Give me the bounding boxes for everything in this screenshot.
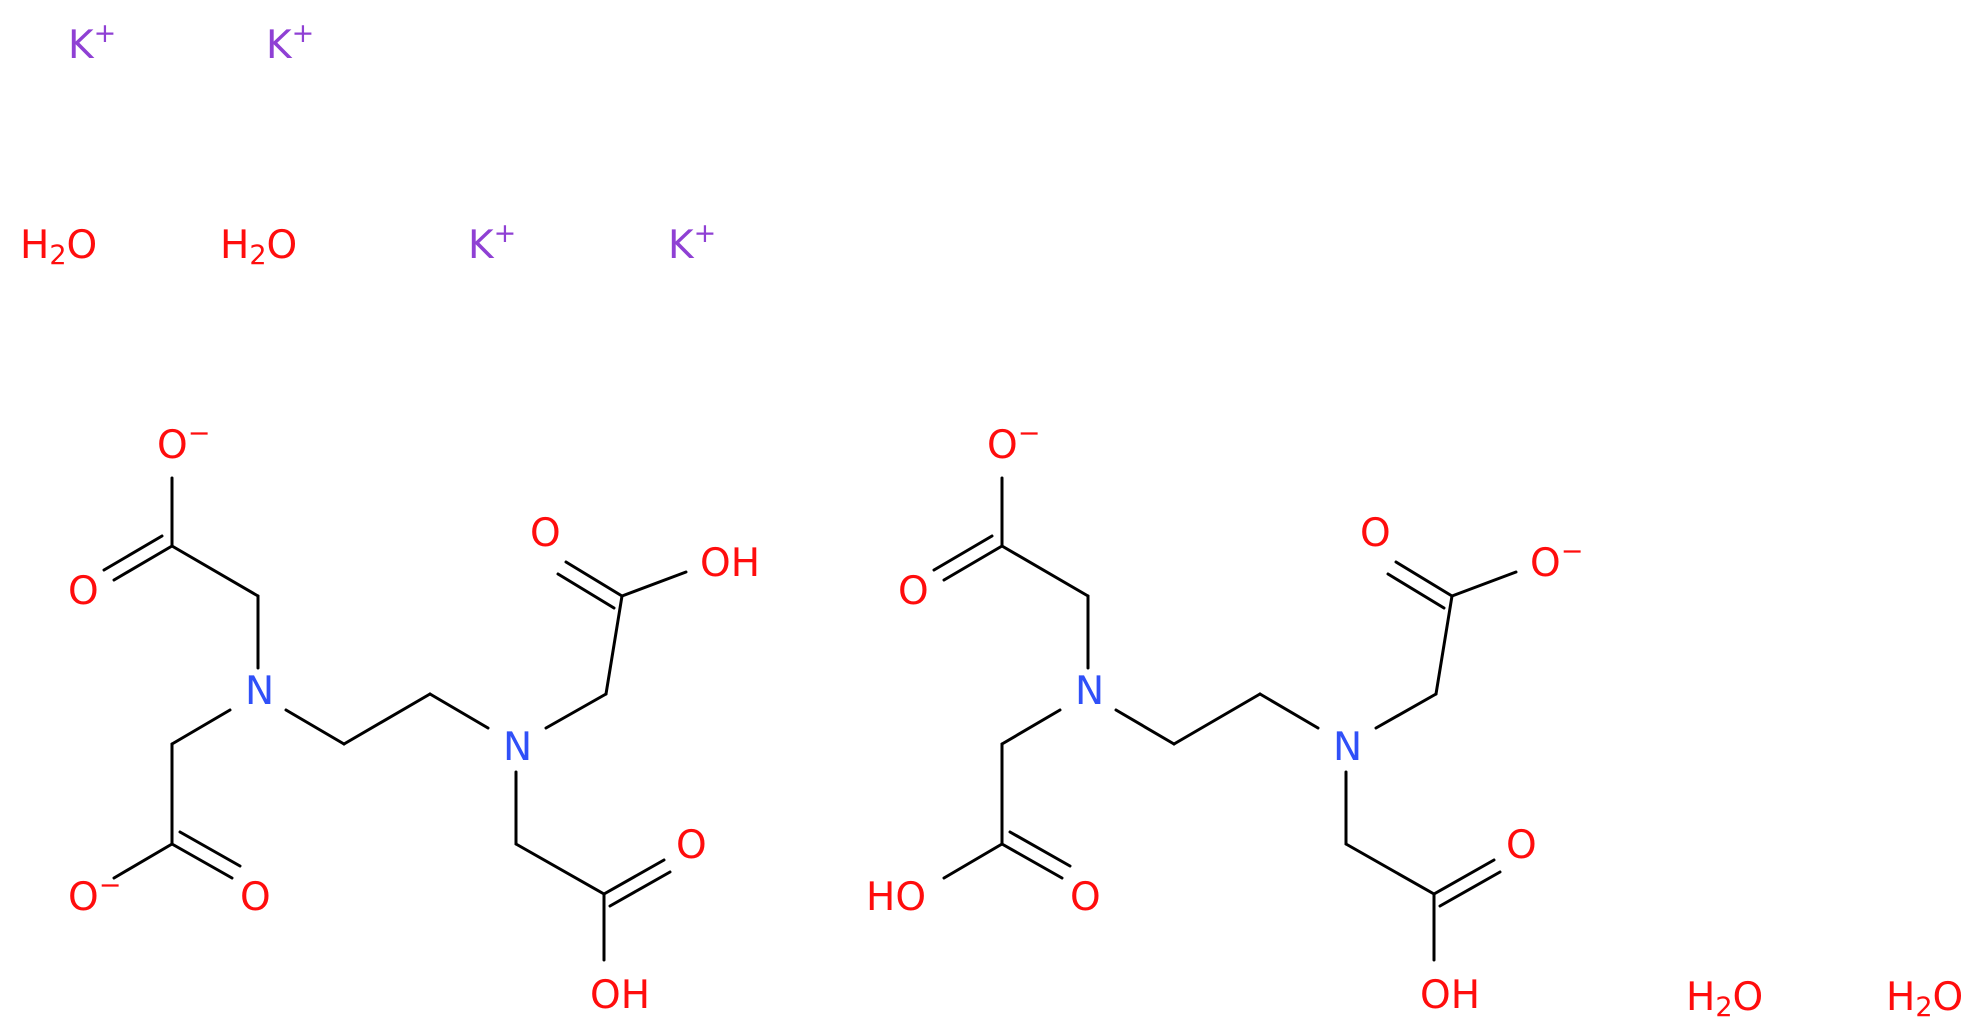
nitrogen-atom: N xyxy=(503,725,532,770)
hydroxyl-group: OH xyxy=(700,541,760,586)
left-bonds xyxy=(102,476,688,962)
hydroxyl-group: OH xyxy=(590,973,650,1018)
right-edta-molecule: N N O− O O O− HO O O OH xyxy=(866,418,1583,1018)
carboxylate-oxygen: O− xyxy=(987,418,1040,468)
potassium-ion: K+ xyxy=(68,18,116,68)
right-atom-labels: N N O− O O O− HO O O OH xyxy=(866,418,1583,1018)
nitrogen-atom: N xyxy=(1333,725,1362,770)
carbonyl-oxygen: O xyxy=(530,511,561,556)
carbonyl-oxygen: O xyxy=(1360,511,1391,556)
nitrogen-atom: N xyxy=(1075,669,1104,714)
carbonyl-oxygen: O xyxy=(1506,823,1537,868)
water-molecule: H2O xyxy=(1886,975,1963,1023)
left-atom-labels: N N O− O O− O O OH O OH xyxy=(68,418,760,1018)
potassium-ion: K+ xyxy=(668,218,716,268)
hydroxyl-group: HO xyxy=(866,875,926,920)
nitrogen-atom: N xyxy=(245,669,274,714)
carbonyl-oxygen: O xyxy=(68,569,99,614)
carboxylate-oxygen: O− xyxy=(157,418,210,468)
counter-ions: K+ K+ K+ K+ xyxy=(68,18,716,268)
water-molecule: H2O xyxy=(220,223,297,271)
water-molecules: H2O H2O H2O H2O xyxy=(20,223,1963,1023)
carbonyl-oxygen: O xyxy=(240,875,271,920)
left-edta-molecule: N N O− O O− O O OH O OH xyxy=(68,418,760,1018)
carboxylate-oxygen: O− xyxy=(1530,536,1583,586)
water-molecule: H2O xyxy=(1686,975,1763,1023)
carboxylate-oxygen: O− xyxy=(68,870,121,920)
hydroxyl-group: OH xyxy=(1420,973,1480,1018)
carbonyl-oxygen: O xyxy=(1070,875,1101,920)
carbonyl-oxygen: O xyxy=(676,823,707,868)
carbonyl-oxygen: O xyxy=(898,569,929,614)
right-bonds xyxy=(932,476,1518,962)
potassium-ion: K+ xyxy=(468,218,516,268)
water-molecule: H2O xyxy=(20,223,97,271)
potassium-ion: K+ xyxy=(266,18,314,68)
